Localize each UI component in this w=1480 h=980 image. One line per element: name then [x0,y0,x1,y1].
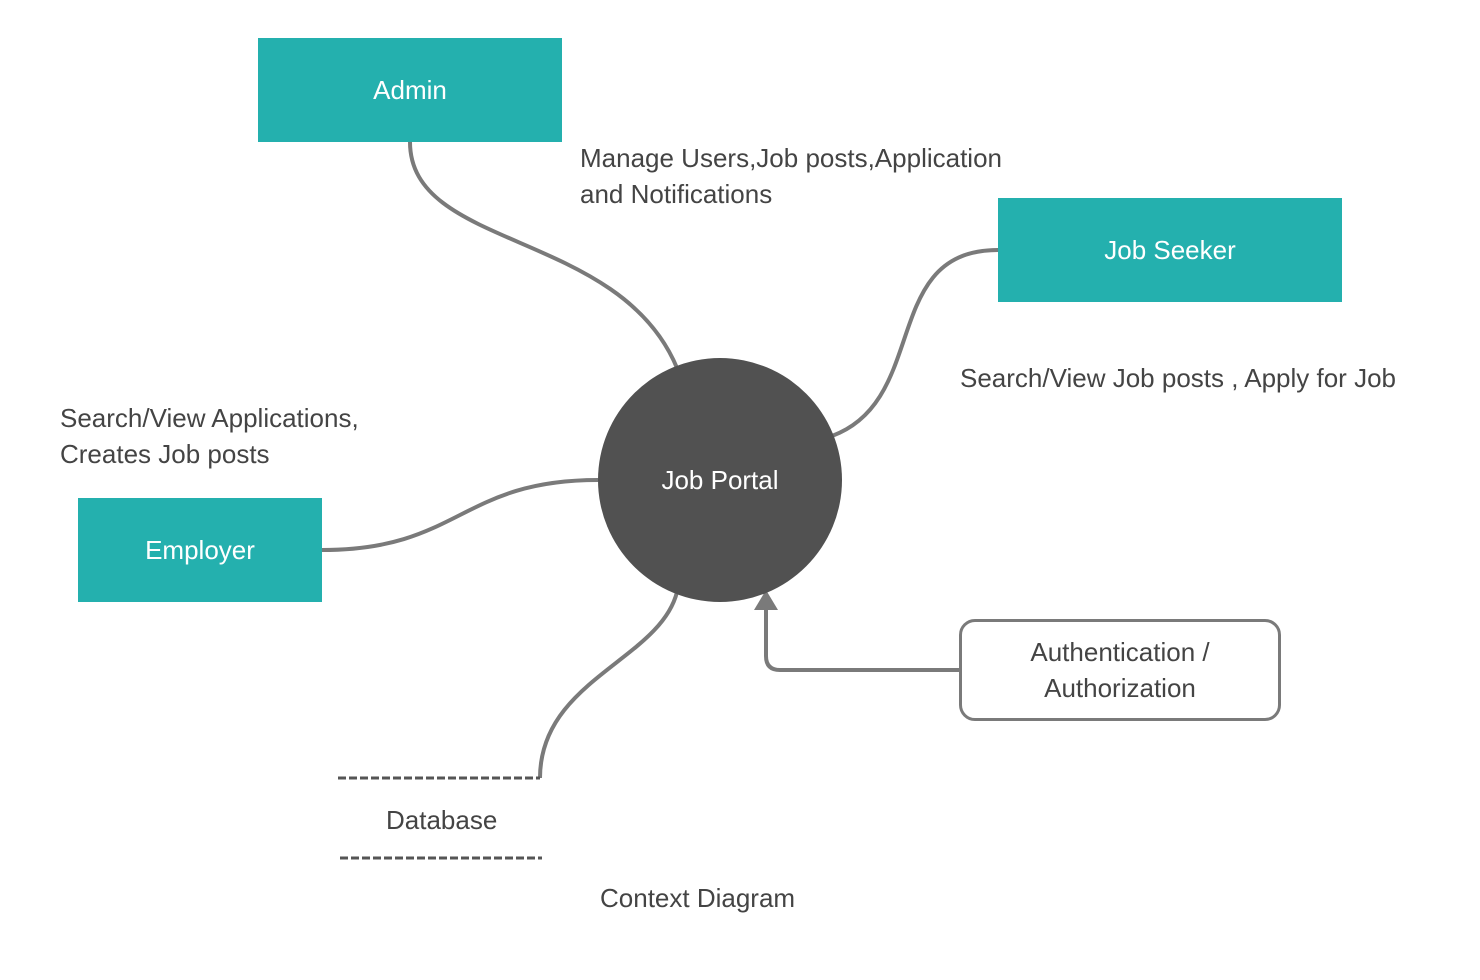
job-seeker-flow-text: Search/View Job posts , Apply for Job [960,363,1396,393]
job-seeker-connector [831,248,999,438]
employer-entity[interactable]: Employer [78,498,322,602]
admin-entity[interactable]: Admin [258,38,562,142]
employer-flow-line2: Creates Job posts [60,439,270,469]
employer-connector [321,478,599,552]
database-connector [538,591,679,779]
authentication-label-line2: Authorization [1044,673,1196,703]
job-portal-label: Job Portal [661,464,779,495]
authentication-label-line1: Authentication / [1030,637,1210,667]
admin-flow-line2: and Notifications [580,179,773,209]
admin-flow-line1: Manage Users,Job posts,Application [580,143,1003,173]
employer-flow-label: Search/View Applications, Creates Job po… [60,400,359,472]
diagram-caption: Context Diagram [600,883,796,913]
admin-label: Admin [373,74,447,105]
job-seeker-flow-label: Search/View Job posts , Apply for Job [960,360,1396,396]
auth-arrowhead [754,590,778,610]
admin-connector [408,141,679,369]
job-portal-process[interactable]: Job Portal [598,358,842,602]
admin-flow-label: Manage Users,Job posts,Application and N… [580,140,1002,212]
job-seeker-entity[interactable]: Job Seeker [998,198,1342,302]
employer-flow-line1: Search/View Applications, [60,403,359,433]
job-seeker-label: Job Seeker [1104,234,1236,265]
employer-label: Employer [145,534,255,565]
authentication-box[interactable]: Authentication / Authorization [959,619,1281,721]
database-label: Database [386,805,498,835]
auth-connector [764,608,959,672]
